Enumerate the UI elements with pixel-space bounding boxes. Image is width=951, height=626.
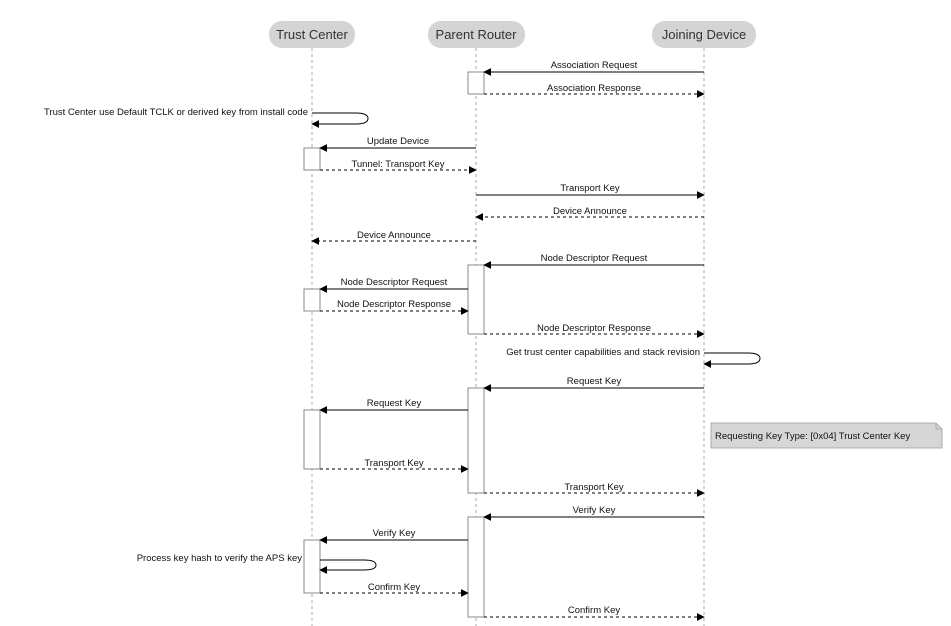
participant-label: Trust Center	[276, 27, 348, 42]
participant-label: Parent Router	[436, 27, 518, 42]
message-transport-key: Transport Key	[476, 183, 705, 199]
message-request-key: Request Key	[483, 376, 704, 392]
message-request-key-forward: Request Key	[319, 398, 468, 414]
note-text: Requesting Key Type: [0x04] Trust Center…	[715, 431, 910, 442]
message-update-device: Update Device	[319, 136, 476, 152]
activation-box	[467, 516, 485, 618]
message-self-capabilities: Get trust center capabilities and stack …	[506, 347, 761, 368]
message-node-descriptor-response-forward: Node Descriptor Response	[484, 323, 705, 338]
message-node-descriptor-request-forward: Node Descriptor Request	[319, 277, 468, 293]
message-label: Confirm Key	[568, 605, 621, 616]
message-label: Confirm Key	[368, 582, 421, 593]
message-tunnel-transport-key: Tunnel: Transport Key	[320, 159, 477, 174]
message-label: Association Request	[551, 60, 638, 71]
message-label: Verify Key	[573, 505, 616, 516]
activation-box	[467, 387, 485, 494]
message-transport-key-response: Transport Key	[320, 458, 469, 473]
message-label: Transport Key	[364, 458, 424, 469]
participant-parent-router: Parent Router	[428, 21, 525, 48]
message-label: Process key hash to verify the APS key	[137, 553, 303, 564]
participant-header-box	[269, 21, 355, 48]
message-node-descriptor-request: Node Descriptor Request	[483, 253, 704, 269]
message-self-tclk: Trust Center use Default TCLK or derived…	[44, 107, 369, 128]
participant-label: Joining Device	[662, 27, 747, 42]
message-label: Association Response	[547, 83, 641, 94]
activation-box	[467, 71, 485, 95]
activation-box	[303, 409, 321, 470]
message-label: Tunnel: Transport Key	[351, 159, 444, 170]
message-self-loop	[311, 112, 369, 128]
message-label: Device Announce	[553, 206, 627, 217]
note-fold	[935, 423, 942, 430]
message-self-process-key-hash: Process key hash to verify the APS key	[137, 553, 377, 574]
activation-box	[303, 147, 321, 171]
participant-trust-center: Trust Center	[269, 21, 355, 48]
message-label: Node Descriptor Request	[541, 253, 648, 264]
participant-header-box	[428, 21, 525, 48]
message-self-loop	[703, 352, 761, 368]
message-label: Node Descriptor Response	[537, 323, 651, 334]
activation-box	[467, 264, 485, 335]
message-association-request: Association Request	[483, 60, 704, 76]
participant-header-box	[652, 21, 756, 48]
message-label: Node Descriptor Request	[341, 277, 448, 288]
message-device-announce-forward: Device Announce	[311, 230, 476, 245]
message-label: Request Key	[567, 376, 622, 387]
message-label: Trust Center use Default TCLK or derived…	[44, 107, 308, 118]
message-label: Transport Key	[564, 482, 624, 493]
message-confirm-key-forward: Confirm Key	[484, 605, 705, 621]
message-transport-key-forward: Transport Key	[484, 482, 705, 497]
activation-box	[303, 539, 321, 594]
note-box	[710, 422, 943, 449]
participant-joining-device: Joining Device	[652, 21, 756, 48]
message-label: Update Device	[367, 136, 429, 147]
message-node-descriptor-response: Node Descriptor Response	[320, 299, 469, 315]
message-association-response: Association Response	[484, 83, 705, 98]
message-device-announce: Device Announce	[475, 206, 704, 221]
message-label: Transport Key	[560, 183, 620, 194]
message-label: Node Descriptor Response	[337, 299, 451, 310]
message-self-loop	[319, 559, 377, 574]
activation-box	[303, 288, 321, 312]
message-label: Request Key	[367, 398, 422, 409]
message-verify-key-forward: Verify Key	[319, 528, 468, 544]
message-label: Get trust center capabilities and stack …	[506, 347, 700, 358]
message-label: Device Announce	[357, 230, 431, 241]
message-verify-key: Verify Key	[483, 505, 704, 521]
note-requesting-key-type: Requesting Key Type: [0x04] Trust Center…	[710, 422, 943, 449]
message-confirm-key: Confirm Key	[320, 582, 469, 597]
message-label: Verify Key	[373, 528, 416, 539]
